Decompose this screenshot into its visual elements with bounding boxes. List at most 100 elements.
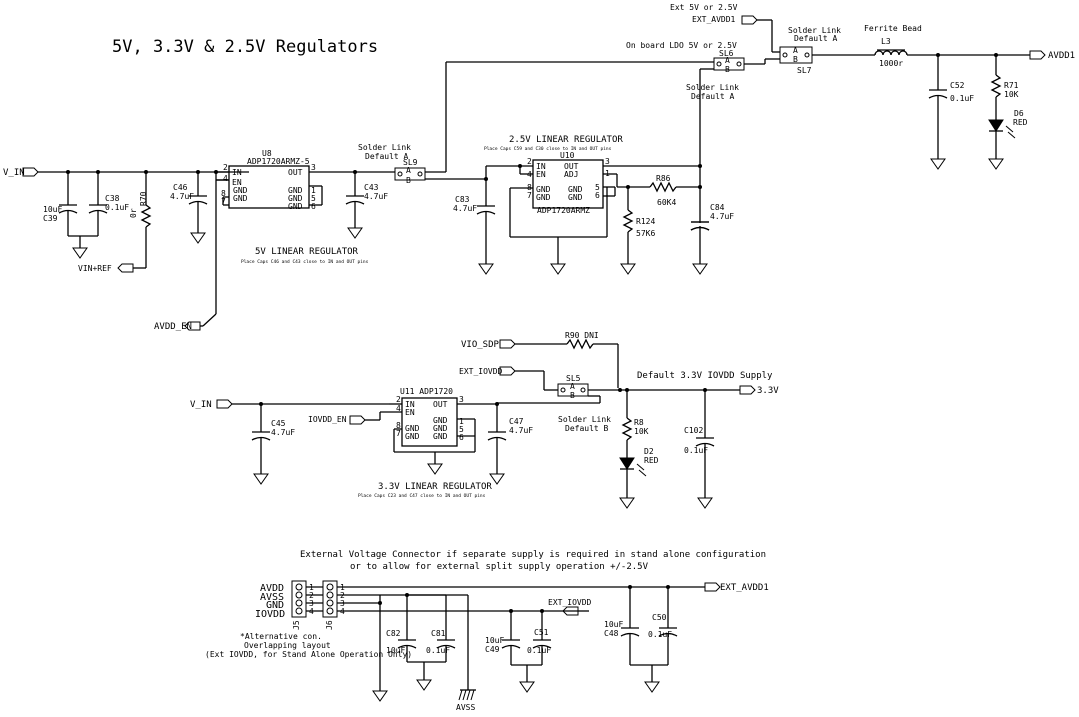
regulator-u11: U11 ADP1720 2 4 IN EN OUT 3 GND GND GND … [389, 387, 476, 475]
u8-gnd-b: GND [233, 194, 248, 203]
u8-pin5: 5 [311, 194, 316, 203]
c47-label: C47 [509, 417, 524, 426]
iovdd-en-offpage-connector [349, 415, 366, 425]
c48-value: 10uF [604, 620, 623, 629]
ext-avdd1-b-offpage-connector [704, 582, 721, 592]
sl9-note-1: Solder Link [358, 143, 411, 152]
u10-part-number: ADP1720ARMZ [537, 206, 590, 215]
c50-label: C50 [652, 613, 667, 622]
capacitor-c48: 10uF C48 [604, 587, 640, 665]
capacitor-c83: C83 4.7uF [453, 179, 496, 275]
j6-label: J6 [325, 620, 334, 630]
u11-gnd-d: GND [433, 424, 448, 433]
ext-iovdd-b-net-label: EXT_IOVDD [548, 598, 592, 607]
conn-label-iovdd: IOVDD [255, 609, 285, 620]
ferrite-bead-l3: Ferrite Bead L3 1000r [864, 24, 922, 68]
conn-label-gnd: GND [266, 600, 284, 611]
avdd1-net-label: AVDD1 [1048, 51, 1075, 61]
solder-link-sl7: A B SL7 Solder Link Default A [779, 26, 841, 75]
capacitor-c43: C43 4.7uF [345, 172, 388, 239]
sl9-label: SL9 [403, 158, 418, 167]
sl7-b: B [793, 55, 798, 64]
c81-value: 0.1uF [426, 646, 450, 655]
resistor-r90: R90 DNI [565, 331, 599, 350]
solder-link-sl9: A B SL9 Solder Link Default A [358, 143, 426, 185]
u8-pin6: 6 [311, 202, 316, 211]
u11-pin3: 3 [459, 395, 464, 404]
resistor-r71: R71 10K [990, 55, 1019, 120]
vin-offpage-connector: V_IN [3, 167, 39, 178]
r71-label: R71 [1004, 81, 1019, 90]
capacitor-c50: C50 0.1uF [648, 587, 678, 665]
capacitor-c51: C51 0.1uF [527, 611, 552, 665]
resistor-r8: R8 10K [621, 390, 649, 458]
resistor-r86: R86 60K4 [649, 174, 700, 207]
r70-value: 0r [129, 208, 138, 218]
c82-label: C82 [386, 629, 401, 638]
ext-conn-note-1: External Voltage Connector if separate s… [300, 550, 766, 560]
capacitor-c45: C45 4.7uF [251, 404, 295, 485]
onboard-ldo-note: On board LDO 5V or 2.5V [626, 41, 737, 50]
u11-gnd-c: GND [433, 416, 448, 425]
ferrite-note: Ferrite Bead [864, 24, 922, 33]
c47-value: 4.7uF [509, 426, 533, 435]
c45-label: C45 [271, 419, 286, 428]
u11-pin-out: OUT [433, 400, 448, 409]
sl7-a: A [793, 46, 798, 55]
avdd1-offpage-connector [1029, 50, 1046, 60]
u10-pin6: 6 [595, 191, 600, 200]
u8-pin-en: EN [232, 178, 242, 187]
ground-symbol [72, 241, 88, 259]
c43-value: 4.7uF [364, 192, 388, 201]
connector-labels: AVDD AVSS GND IOVDD [255, 583, 285, 620]
c51-label: C51 [534, 628, 549, 637]
c48-label: C48 [604, 629, 619, 638]
c51-value: 0.1uF [527, 646, 551, 655]
r90-label: R90 DNI [565, 331, 599, 340]
l3-value: 1000r [879, 59, 903, 68]
u10-gnd-b: GND [536, 193, 551, 202]
alt-note-1: *Alternative con. [240, 632, 322, 641]
c102-value: 0.1uF [684, 446, 708, 455]
u8-pin8: 8 [221, 189, 226, 198]
resistor-r124: R124 57K6 [620, 187, 655, 275]
avdd-en-net-label: AVDD_EN [154, 322, 192, 332]
sl7-label: SL7 [797, 66, 812, 75]
u8-pin4: 4 [223, 174, 228, 183]
u10-pin-in: IN [536, 162, 546, 171]
capacitor-c52: C52 0.1uF [928, 55, 974, 170]
r124-value: 57K6 [636, 229, 655, 238]
u8-gnd-a: GND [233, 186, 248, 195]
connector-j6: J6 1 2 3 4 [322, 580, 345, 630]
vio-sdp-offpage-connector [499, 339, 516, 349]
u8-gnd-e: GND [288, 202, 303, 211]
ext-iovdd-net-label: EXT_IOVDD [459, 367, 503, 376]
alt-note-2: Overlapping layout [244, 641, 331, 650]
c84-label: C84 [710, 203, 725, 212]
u11-pin1: 1 [459, 417, 464, 426]
conn-label-avss: AVSS [260, 592, 284, 603]
c49-label: C49 [485, 645, 500, 654]
u8-gnd-d: GND [288, 194, 303, 203]
avss-net-label: AVSS [456, 703, 475, 712]
u10-pin5: 5 [595, 183, 600, 192]
u10-pin-adj: ADJ [564, 170, 578, 179]
capacitor-c39: 10uF C39 [43, 172, 78, 236]
u10-pin3: 3 [605, 157, 610, 166]
conn-label-avdd: AVDD [260, 583, 284, 594]
sl7-note-1: Solder Link [788, 26, 841, 35]
capacitor-c49: 10uF C49 [485, 611, 521, 665]
reg33-title: 3.3V LINEAR REGULATOR [378, 482, 492, 492]
iovdd-en-net-label: IOVDD_EN [308, 415, 347, 424]
sl5-note-2: Default B [565, 424, 609, 433]
sl7-note-2: Default A [794, 34, 838, 43]
r71-value: 10K [1004, 90, 1019, 99]
u11-gnd-e: GND [433, 432, 448, 441]
sl5-b: B [570, 391, 575, 400]
u10-pin-out: OUT [564, 162, 579, 171]
sl5-label: SL5 [566, 374, 581, 383]
c38-label: C38 [105, 194, 120, 203]
c84-value: 4.7uF [710, 212, 734, 221]
page-title: 5V, 3.3V & 2.5V Regulators [112, 37, 378, 57]
